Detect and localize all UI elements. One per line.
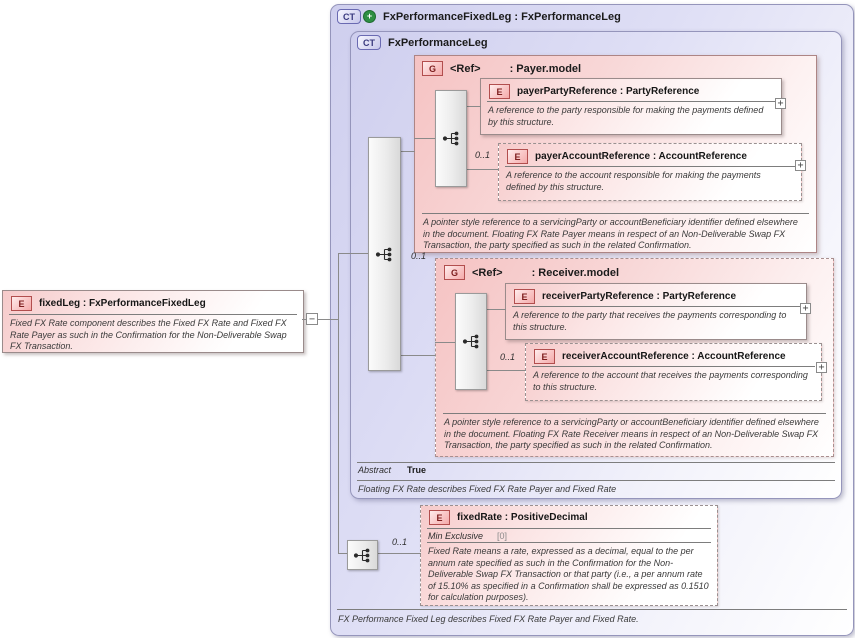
divider (532, 366, 815, 367)
sequence-icon (462, 334, 478, 349)
abstract-label: Abstract (358, 465, 392, 475)
root-type-title: FxPerformanceFixedLeg : FxPerformanceLeg (383, 10, 621, 23)
occurrence-label: 0..1 (475, 150, 491, 160)
base-type-header[interactable]: CT FxPerformanceLeg (357, 35, 488, 50)
element-header: E fixedRate : PositiveDecimal (429, 510, 588, 525)
connector-line (465, 106, 481, 107)
sequence-icon (375, 247, 392, 261)
connector-line (338, 553, 348, 554)
connector-line (465, 169, 499, 170)
element-header: E receiverPartyReference : PartyReferenc… (514, 289, 736, 304)
root-type-header[interactable]: CT+ FxPerformanceFixedLeg : FxPerformanc… (337, 9, 621, 24)
element-header: E payerPartyReference : PartyReference (489, 84, 699, 99)
connector-line (338, 253, 339, 553)
payer-group-header[interactable]: G <Ref> : Payer.model (422, 61, 581, 76)
group-badge: G (422, 61, 443, 76)
base-type-title: FxPerformanceLeg (388, 36, 488, 49)
occurrence-label: 0..1 (392, 537, 408, 547)
connector-line (399, 151, 415, 152)
connector-line (302, 319, 339, 320)
element-header: E receiverAccountReference : AccountRefe… (534, 349, 786, 364)
element-title: receiverPartyReference : PartyReference (542, 291, 737, 302)
sequence-compositor-extension[interactable] (347, 540, 378, 570)
divider (422, 213, 809, 214)
receiver-group-type: : Receiver.model (531, 266, 620, 279)
abstract-facet-row: Abstract True (358, 465, 426, 475)
divider (443, 413, 826, 414)
occurrence-label: 0..1 (500, 352, 516, 362)
element-badge: E (11, 296, 32, 311)
element-header: E fixedLeg : FxPerformanceFixedLeg (11, 296, 206, 311)
element-annotation: Fixed FX Rate component describes the Fi… (10, 318, 287, 352)
element-payer-account-reference[interactable]: E payerAccountReference : AccountReferen… (498, 143, 802, 201)
connector-line (485, 309, 506, 310)
element-annotation: Fixed Rate means a rate, expressed as a … (428, 546, 709, 603)
sequence-compositor-receiver[interactable] (455, 293, 487, 390)
collapse-icon[interactable]: − (306, 313, 318, 325)
element-title: payerPartyReference : PartyReference (517, 86, 700, 97)
divider (505, 166, 795, 167)
min-exclusive-facet-row: Min Exclusive [0] (428, 531, 507, 541)
base-type-annotation: Floating FX Rate describes Fixed FX Rate… (358, 484, 617, 494)
extension-plus-icon: + (363, 10, 376, 23)
divider (357, 462, 835, 463)
expand-icon[interactable]: + (775, 98, 786, 109)
root-type-annotation: FX Performance Fixed Leg describes Fixed… (338, 614, 639, 624)
sequence-icon (442, 131, 458, 146)
element-title: fixedRate : PositiveDecimal (457, 512, 588, 523)
min-exclusive-value: [0] (497, 531, 508, 541)
connector-line (435, 342, 456, 343)
divider (357, 480, 835, 481)
receiver-group-annotation: A pointer style reference to a servicing… (444, 417, 819, 451)
connector-line (414, 138, 436, 139)
connector-line (399, 355, 436, 356)
expand-icon[interactable]: + (795, 160, 806, 171)
divider (337, 609, 847, 610)
abstract-value: True (407, 465, 427, 475)
element-annotation: A reference to the account that receives… (533, 370, 808, 392)
element-annotation: A reference to the account responsible f… (506, 170, 761, 192)
element-badge: E (507, 149, 528, 164)
element-title: fixedLeg : FxPerformanceFixedLeg (39, 298, 206, 309)
element-receiver-account-reference[interactable]: E receiverAccountReference : AccountRefe… (525, 343, 822, 401)
element-annotation: A reference to the party that receives t… (513, 310, 787, 332)
sequence-compositor-main[interactable] (368, 137, 401, 371)
element-fixed-rate[interactable]: E fixedRate : PositiveDecimal Min Exclus… (420, 505, 718, 606)
payer-group-type: : Payer.model (509, 62, 582, 75)
expand-icon[interactable]: + (800, 303, 811, 314)
payer-group-annotation: A pointer style reference to a servicing… (423, 217, 798, 251)
element-badge: E (514, 289, 535, 304)
element-badge: E (489, 84, 510, 99)
sequence-compositor-payer[interactable] (435, 90, 467, 187)
divider (512, 306, 800, 307)
group-badge: G (444, 265, 465, 280)
connector-line (376, 553, 421, 554)
element-title: receiverAccountReference : AccountRefere… (562, 351, 786, 362)
expand-icon[interactable]: + (816, 362, 827, 373)
divider (9, 314, 297, 315)
payer-group-name: <Ref> (450, 62, 481, 75)
receiver-group-header[interactable]: G <Ref> : Receiver.model (444, 265, 619, 280)
complex-type-badge: CT (357, 35, 381, 50)
divider (427, 542, 711, 543)
element-fixed-leg[interactable]: E fixedLeg : FxPerformanceFixedLeg Fixed… (2, 290, 304, 353)
element-annotation: A reference to the party responsible for… (488, 105, 764, 127)
divider (427, 528, 711, 529)
connector-line (485, 370, 526, 371)
connector-line (338, 253, 369, 254)
divider (487, 101, 775, 102)
element-title: payerAccountReference : AccountReference (535, 151, 747, 162)
occurrence-label: 0..1 (411, 251, 427, 261)
receiver-group-name: <Ref> (472, 266, 503, 279)
min-exclusive-label: Min Exclusive (428, 531, 484, 541)
element-badge: E (429, 510, 450, 525)
complex-type-badge: CT (337, 9, 361, 24)
sequence-icon (353, 548, 370, 562)
element-receiver-party-reference[interactable]: E receiverPartyReference : PartyReferenc… (505, 283, 807, 340)
element-header: E payerAccountReference : AccountReferen… (507, 149, 747, 164)
element-payer-party-reference[interactable]: E payerPartyReference : PartyReference A… (480, 78, 782, 135)
element-badge: E (534, 349, 555, 364)
